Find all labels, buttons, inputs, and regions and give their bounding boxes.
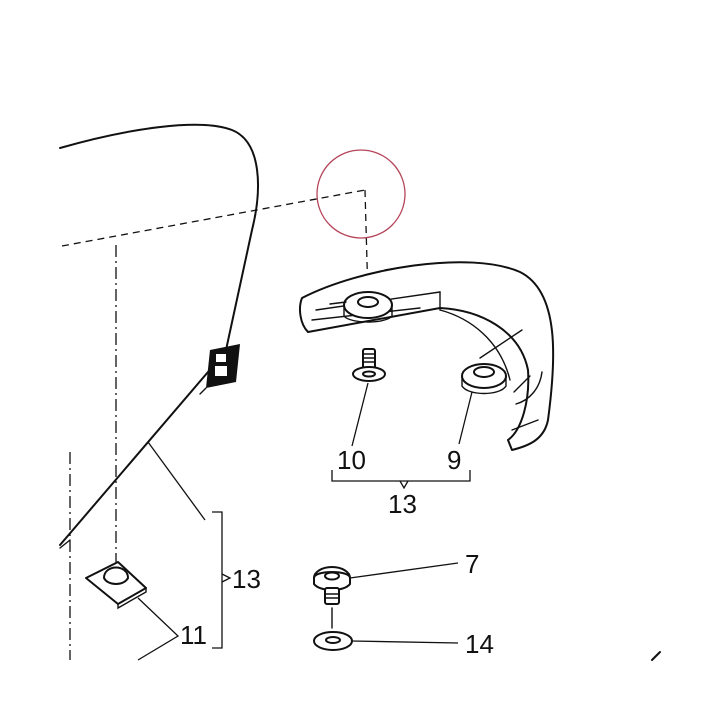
leader-part-9	[458, 391, 473, 445]
callout-part-7: 7	[465, 549, 479, 579]
washer-part-14	[313, 631, 353, 651]
callout-part-11: 11	[180, 620, 207, 650]
callout-group-13-bracket: 13	[388, 489, 417, 519]
screw-part-10	[352, 348, 386, 382]
callout-part-14: 14	[465, 629, 494, 659]
housing-cover	[59, 123, 259, 549]
leader-part-14	[351, 640, 459, 644]
edge-mark	[651, 651, 661, 661]
leader-group-13-side	[147, 441, 206, 521]
callout-group-13-side: 13	[232, 564, 261, 594]
callout-part-9: 9	[447, 445, 461, 475]
group-bracket-side	[212, 511, 223, 649]
clip-part-11	[85, 561, 147, 610]
group-bracket-bottom	[331, 470, 471, 482]
highlight-circle	[316, 149, 406, 239]
leader-part-11	[137, 597, 180, 661]
leader-part-7	[349, 562, 459, 579]
guard-assembly	[299, 261, 555, 451]
callout-part-10: 10	[337, 445, 366, 475]
leader-part-10	[351, 382, 369, 447]
warning-label	[199, 344, 240, 395]
screw-part-7	[313, 566, 351, 629]
